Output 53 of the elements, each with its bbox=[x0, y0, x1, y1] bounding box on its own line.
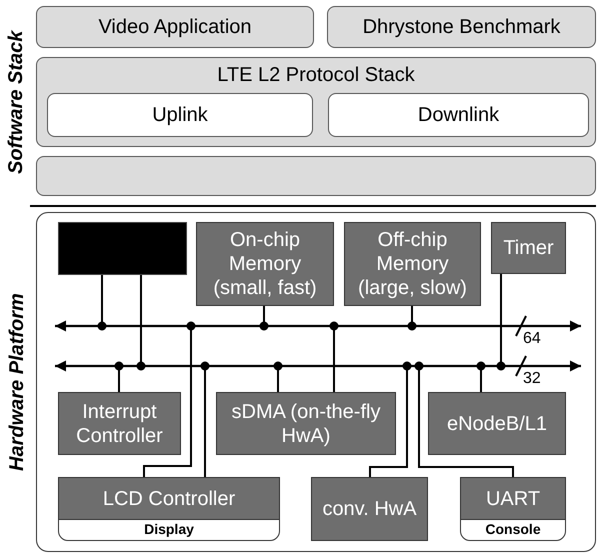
subsystem-block bbox=[47, 93, 313, 137]
block-title: LTE L2 Protocol Stack bbox=[217, 63, 415, 87]
software-block bbox=[36, 6, 314, 48]
software-block bbox=[36, 57, 596, 147]
block-label: UART bbox=[484, 486, 542, 510]
hardware-block bbox=[311, 477, 428, 541]
block-label: conv. HwA bbox=[321, 497, 418, 521]
peripheral-panel bbox=[58, 477, 280, 541]
block-label: On-chip Memory (small, fast) bbox=[212, 228, 318, 300]
panel-caption: Display bbox=[144, 521, 194, 538]
bus-width-label: 32 bbox=[523, 370, 541, 388]
block-label: Uplink bbox=[151, 103, 209, 127]
section-title: Software Stack bbox=[5, 29, 28, 176]
block-label: Video Application bbox=[97, 15, 253, 39]
bus-connector bbox=[98, 275, 106, 330]
hardware-block bbox=[216, 392, 396, 455]
hardware-block bbox=[460, 477, 566, 520]
bus-connector bbox=[330, 322, 338, 392]
bus-connector bbox=[143, 322, 196, 477]
software-block bbox=[36, 156, 596, 196]
section-title: Hardware Platform bbox=[6, 292, 29, 473]
panel-caption: Console bbox=[485, 521, 541, 538]
block-label: Off-chip Memory (large, slow) bbox=[357, 228, 468, 300]
bus-connector bbox=[476, 362, 486, 392]
peripheral-panel bbox=[460, 477, 566, 541]
processor-block bbox=[58, 222, 187, 275]
hardware-block bbox=[58, 392, 181, 455]
block-label: Timer bbox=[502, 236, 555, 260]
subsystem-block bbox=[328, 93, 589, 137]
bus-arrow bbox=[54, 320, 582, 332]
hardware-block bbox=[428, 392, 566, 455]
block-label: eNodeB/L1 bbox=[446, 412, 548, 436]
bus-connector bbox=[260, 306, 268, 330]
block-label: Dhrystone Benchmark bbox=[362, 15, 562, 39]
bus-arrow bbox=[54, 360, 582, 372]
bus-connector bbox=[200, 362, 210, 477]
hardware-block bbox=[344, 222, 481, 306]
software-block bbox=[327, 6, 596, 48]
bus-connector bbox=[496, 274, 506, 370]
bus-connector bbox=[369, 362, 412, 477]
hardware-block bbox=[58, 477, 280, 520]
bus-width-label: 64 bbox=[523, 330, 541, 348]
block-label: Downlink bbox=[416, 103, 500, 127]
hardware-block bbox=[196, 222, 334, 306]
hardware-block bbox=[491, 222, 566, 274]
block-label: Interrupt Controller bbox=[75, 400, 164, 448]
block-label: LCD Controller bbox=[102, 486, 236, 510]
block-label: sDMA (on-the-fly HwA) bbox=[230, 400, 382, 448]
bus-connector bbox=[136, 275, 146, 370]
bus-connector bbox=[274, 362, 282, 392]
bus-connector bbox=[414, 362, 514, 477]
bus-connector bbox=[114, 362, 124, 392]
bus-connector bbox=[408, 306, 416, 330]
